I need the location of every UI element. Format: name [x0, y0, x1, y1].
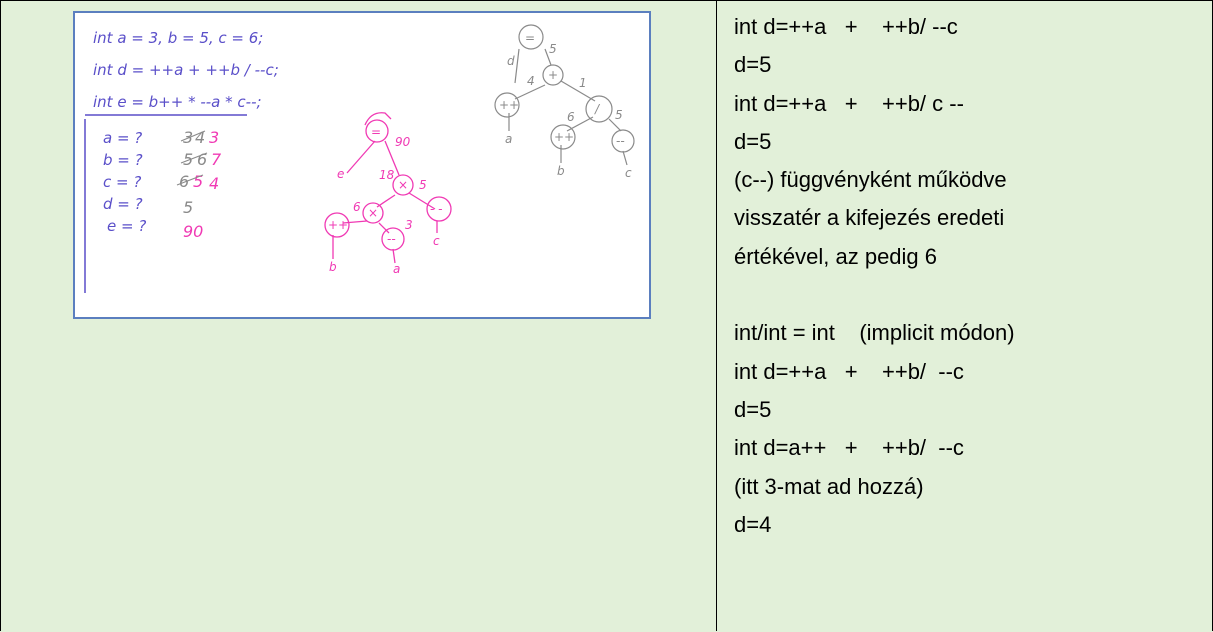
pink-inc-var: b — [329, 260, 337, 274]
gray-inc-var: a — [505, 132, 512, 146]
answer-b-old: 5 — [183, 150, 193, 169]
pink-expression-tree — [324, 112, 452, 264]
note-line-14: d=4 — [734, 511, 772, 537]
note-line-3: int d=++a + ++b/ c -- — [734, 90, 964, 116]
note-line-11: d=5 — [734, 396, 772, 422]
gray-div-left-val: 6 — [567, 110, 575, 124]
note-line-13: (itt 3-mat ad hozzá) — [734, 473, 924, 499]
note-line-9: int/int = int (implicit módon) — [734, 320, 1015, 346]
pink-root: = — [371, 125, 381, 139]
gray-right-val: 5 — [549, 42, 557, 56]
note-line-12: int d=a++ + ++b/ --c — [734, 435, 964, 461]
question-c: c = ? — [103, 173, 141, 191]
pink-tree-labels: = 90 e × 18 5 × 6 3 ++ b -- a - - c — [328, 125, 442, 276]
gray-dec-var: c — [625, 166, 632, 180]
whiteboard-image: int a = 3, b = 5, c = 6; int d = ++a + +… — [73, 11, 651, 319]
answer-b-mid: 6 — [197, 150, 207, 169]
pink-dec1-var: a — [393, 262, 400, 276]
question-b: b = ? — [103, 151, 143, 169]
gray-plus-right-val: 1 — [579, 76, 587, 90]
code-line-3: int e = b++ * --a * c--; — [93, 93, 262, 111]
answer-a-new: 3 — [209, 128, 219, 147]
gray-plus: + — [548, 68, 558, 82]
code-line-1: int a = 3, b = 5, c = 6; — [93, 29, 263, 47]
pink-root-val: 90 — [395, 135, 411, 149]
pink-dec2: - - — [430, 202, 442, 216]
note-line-7: értékével, az pedig 6 — [734, 243, 938, 269]
pink-left: e — [337, 167, 344, 181]
pink-mul2-right-val: 3 — [405, 218, 413, 232]
pink-mul1: × — [398, 178, 408, 192]
gray-expression-tree — [494, 24, 635, 166]
answer-b-new: 7 — [211, 150, 222, 169]
pink-right-val: 5 — [419, 178, 427, 192]
gray-div-right-val: 5 — [615, 108, 623, 122]
answer-a-mid: 4 — [195, 128, 205, 147]
answer-d: 5 — [183, 198, 193, 217]
code-line-2: int d = ++a + ++b / --c; — [93, 61, 279, 79]
answer-c-new: 4 — [209, 174, 219, 193]
notes-text: int d=++a + ++b/ --c d=5 int d=++a + ++b… — [734, 8, 1204, 544]
gray-left: d — [507, 54, 515, 68]
note-line-4: d=5 — [734, 128, 772, 154]
pink-dec1: -- — [387, 232, 396, 246]
gray-inc2: ++ — [554, 130, 574, 144]
note-line-1: int d=++a + ++b/ --c — [734, 14, 958, 39]
question-e: e = ? — [107, 217, 146, 235]
pink-mul2: × — [368, 206, 378, 220]
gray-div: / — [594, 102, 601, 116]
note-line-10: int d=++a + ++b/ --c — [734, 358, 964, 384]
question-a: a = ? — [103, 129, 142, 147]
pink-mul1-val: 18 — [379, 168, 395, 182]
answer-c-old: 6 — [179, 172, 189, 191]
answer-c-mid: 5 — [193, 172, 203, 191]
note-line-5: (c--) függvényként működve — [734, 167, 1007, 193]
note-line-2: d=5 — [734, 52, 772, 78]
answer-e: 90 — [183, 222, 203, 241]
pink-mul2-left-val: 6 — [353, 200, 361, 214]
gray-plus-left-val: 4 — [527, 74, 535, 88]
gray-inc: ++ — [499, 98, 519, 112]
gray-root: = — [525, 31, 535, 45]
note-line-8 — [734, 276, 1204, 314]
gray-inc2-var: b — [557, 164, 565, 178]
left-cell: int a = 3, b = 5, c = 6; int d = ++a + +… — [0, 0, 716, 631]
gray-dec: -- — [616, 134, 625, 148]
question-d: d = ? — [103, 195, 143, 213]
whiteboard-drawing: int a = 3, b = 5, c = 6; int d = ++a + +… — [84, 24, 635, 293]
gray-tree-labels: = d 5 + 4 1 ++ a / 6 5 ++ b -- c — [499, 31, 632, 180]
pink-inc: ++ — [328, 218, 348, 232]
pink-dec2-var: c — [433, 234, 440, 248]
note-line-6: visszatér a kifejezés eredeti — [734, 205, 1005, 231]
